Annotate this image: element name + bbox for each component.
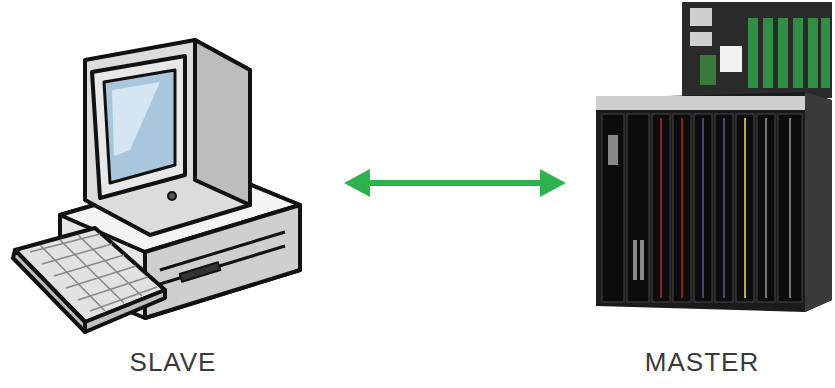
computer-node: SLAVE (8, 36, 338, 378)
node-label: MASTER (641, 347, 763, 378)
computer-illustration (13, 40, 300, 332)
plc-node: MASTER (572, 0, 832, 378)
double-arrow (344, 169, 566, 197)
plc-rack-illustration (596, 2, 832, 312)
node-label: SLAVE (126, 347, 221, 378)
